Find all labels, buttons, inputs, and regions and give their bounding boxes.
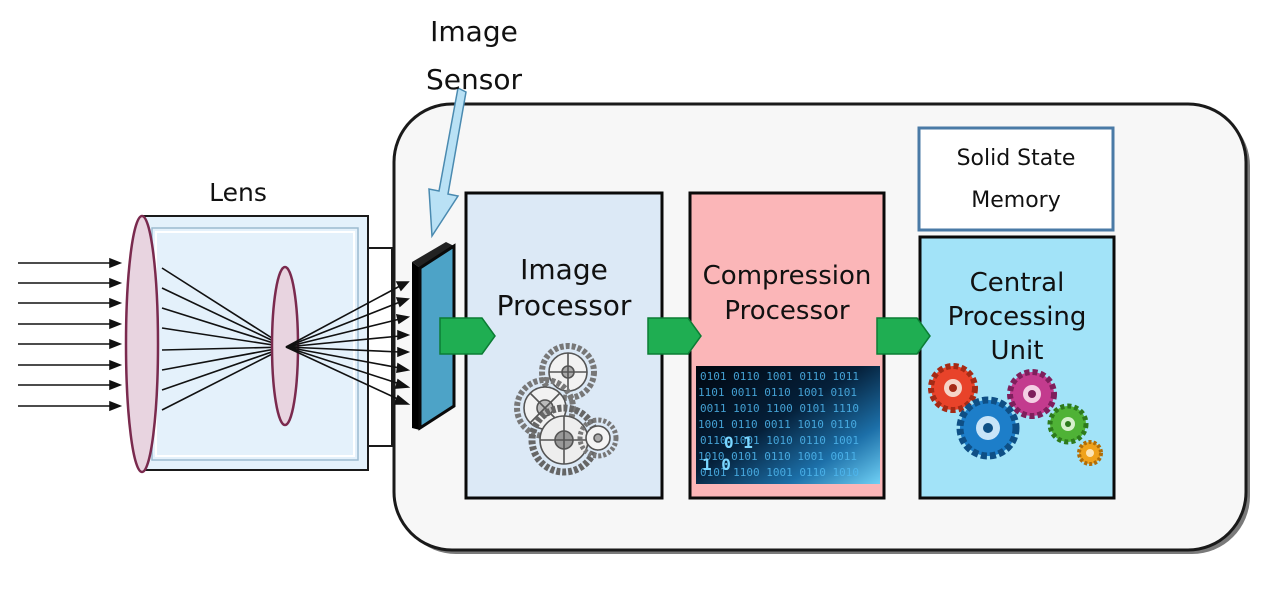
svg-text:0 1: 0 1 — [724, 433, 753, 452]
cpu-label-line3: Unit — [990, 336, 1044, 366]
svg-text:0101 0110 1001 0110 1011: 0101 0110 1001 0110 1011 — [700, 370, 859, 383]
incoming-light-rays — [18, 257, 123, 412]
svg-text:1 0: 1 0 — [702, 455, 731, 474]
image-processor-label-line1: Image — [520, 253, 608, 286]
front-lens-element — [124, 214, 160, 474]
lens-label: Lens — [209, 178, 267, 207]
image-processor-label-line2: Processor — [496, 289, 632, 322]
svg-text:0101 1100 1001 0110 1010: 0101 1100 1001 0110 1010 — [700, 466, 859, 479]
compression-processor-label: Compression Processor — [690, 259, 884, 329]
cpu-label-line2: Processing — [947, 302, 1087, 332]
image-sensor-callout-arrow — [428, 86, 467, 239]
memory-box — [917, 126, 1115, 232]
binary-data-tunnel-icon: 0101 0110 1001 0110 1011 1101 0011 0110 … — [696, 366, 880, 484]
image-sensor-label-line1: Image — [430, 15, 518, 48]
compression-processor-label-line2: Processor — [724, 296, 850, 326]
converging-rays — [161, 267, 287, 411]
image-sensor-label: Image Sensor — [384, 8, 564, 104]
svg-text:1001 0110 0011 1010 0110: 1001 0110 0011 1010 0110 — [698, 418, 857, 431]
memory-label-line1: Solid State — [956, 146, 1076, 171]
cpu-label: Central Processing Unit — [920, 266, 1114, 368]
lens-mount — [365, 247, 393, 447]
svg-text:1010 0101 0110 1001 0011: 1010 0101 0110 1001 0011 — [698, 450, 857, 463]
mechanical-gears-icon — [514, 343, 619, 476]
cpu-label-line1: Central — [969, 268, 1065, 298]
svg-text:1101 0011 0110 1001 0101: 1101 0011 0110 1001 0101 — [698, 386, 857, 399]
memory-label-line2: Memory — [971, 188, 1061, 213]
image-sensor-label-line2: Sensor — [426, 63, 522, 96]
flow-arrows — [439, 317, 931, 355]
diverging-rays — [285, 281, 411, 405]
image-processor-label: Image Processor — [466, 252, 662, 324]
memory-label: Solid State Memory — [919, 138, 1113, 222]
svg-text:0011 1010 1100 0101 1110: 0011 1010 1100 0101 1110 — [700, 402, 859, 415]
image-sensor — [412, 242, 456, 431]
colorful-gears-icon — [928, 363, 1103, 466]
svg-text:0110 1001 1010 0110 1001: 0110 1001 1010 0110 1001 — [700, 434, 859, 447]
compression-processor-label-line1: Compression — [702, 261, 872, 291]
